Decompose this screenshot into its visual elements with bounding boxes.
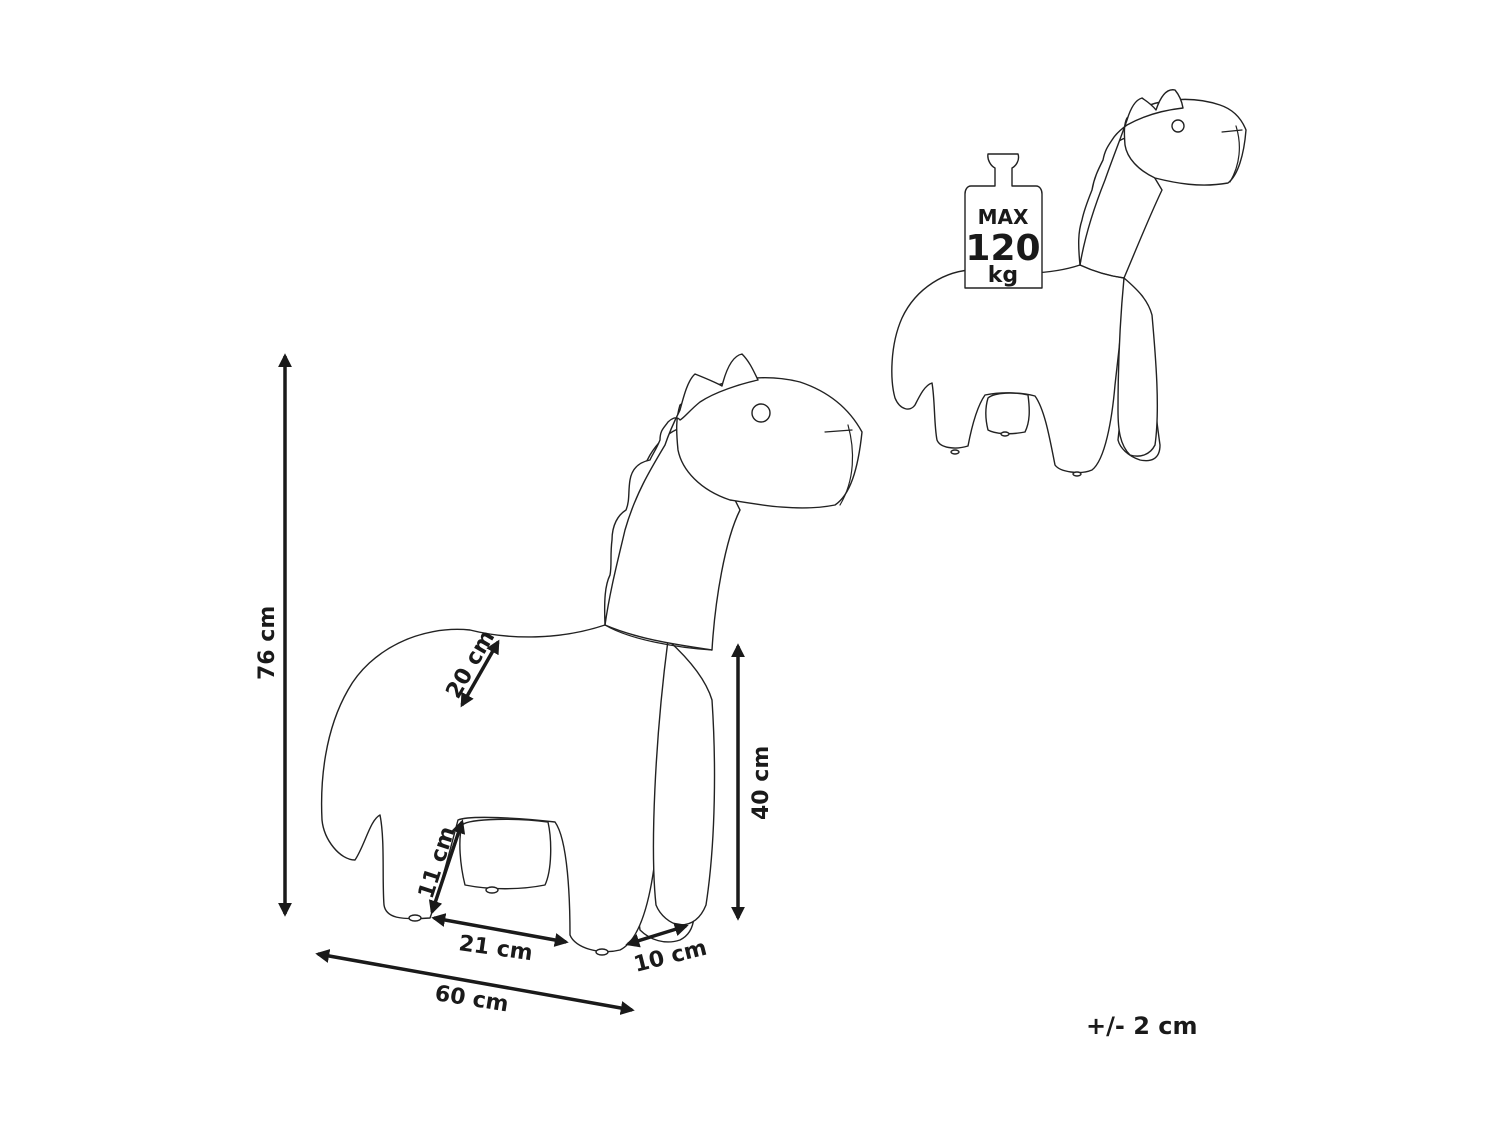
tolerance-note: +/- 2 cm (1086, 1012, 1198, 1040)
small-crest (1077, 89, 1184, 266)
snout-seam (839, 424, 854, 506)
dinosaur-crest (603, 353, 759, 626)
weight-icon: MAX 120 kg (964, 153, 1043, 289)
front-leg (652, 639, 716, 926)
foot (595, 948, 609, 956)
small-mouth-line (1221, 129, 1243, 133)
length-arrow (315, 949, 635, 1015)
small-body (891, 264, 1125, 474)
leg-gap-width-arrow (431, 913, 569, 947)
seat-height-label: 40 cm (749, 746, 774, 820)
small-head (1123, 98, 1247, 186)
small-foot (950, 449, 960, 455)
small-foot (1000, 431, 1010, 437)
small-foot (1072, 471, 1082, 477)
neck-seam (604, 624, 713, 651)
dinosaur-stool-drawing (320, 353, 863, 956)
foot (408, 914, 422, 922)
dinosaur-head (675, 377, 863, 509)
weight-max-label: MAX (978, 205, 1029, 229)
small-neck-seam (1079, 264, 1125, 279)
leg-depth-arrow (625, 922, 689, 948)
small-eye (1171, 119, 1185, 133)
weight-value-label: 120 (965, 228, 1040, 269)
dinosaur-body (320, 624, 669, 953)
leg-gap-height-arrow (428, 819, 466, 915)
weight-unit-label: kg (988, 263, 1018, 288)
mouth-line (824, 429, 853, 433)
leg-gap-width-label: 21 cm (457, 931, 534, 966)
small-front-leg (1117, 277, 1159, 457)
height-label: 76 cm (255, 606, 280, 680)
leg-opening (459, 818, 552, 890)
foot (485, 886, 499, 894)
small-leg-opening (985, 392, 1030, 435)
dimension-arrows (278, 353, 745, 1015)
eye (751, 403, 771, 423)
load-capacity-drawing: MAX 120 kg (891, 89, 1247, 477)
seat-depth-arrow (460, 639, 500, 708)
